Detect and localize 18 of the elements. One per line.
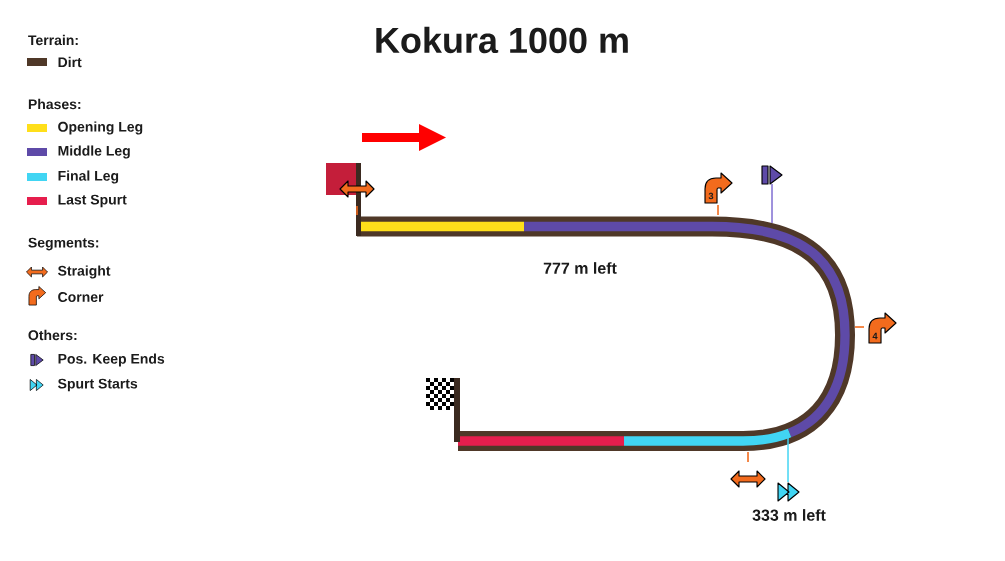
- legend-label: Dirt: [58, 56, 82, 68]
- legend-heading: Others:: [28, 329, 77, 341]
- legend-label: Straight: [58, 265, 111, 279]
- legend-heading: Phases:: [28, 98, 81, 110]
- legend-label: Pos. Keep Ends: [58, 353, 165, 367]
- legend-label: Last Spurt: [58, 194, 127, 208]
- legend-label: Corner: [58, 292, 104, 302]
- legend-label: Middle Leg: [58, 145, 130, 159]
- legend-label: Opening Leg: [58, 121, 143, 135]
- distance-label: 777 m left: [543, 262, 617, 274]
- legend-heading: Segments:: [28, 237, 99, 251]
- distance-label: 333 m left: [752, 509, 826, 521]
- title: Kokura 1000 m: [376, 26, 628, 54]
- legend-label: Spurt Starts: [58, 378, 138, 392]
- legend-heading: Terrain:: [28, 34, 78, 46]
- callout-number: 3: [708, 192, 714, 200]
- callout-number: 4: [872, 332, 878, 340]
- legend-label: Final Leg: [58, 170, 119, 184]
